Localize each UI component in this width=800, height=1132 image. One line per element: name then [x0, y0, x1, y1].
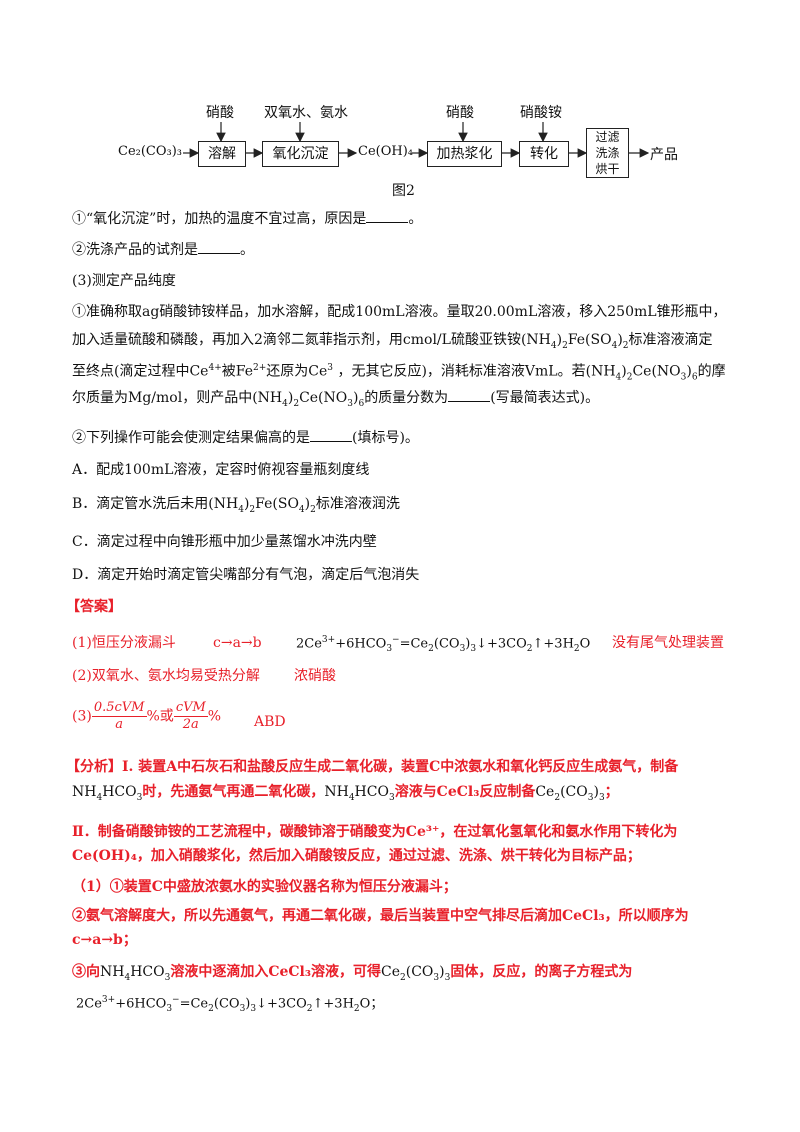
flow-arrows: [183, 122, 650, 158]
answer-3-options: ABD: [254, 714, 286, 730]
answer-2-reagent: 浓硝酸: [294, 668, 336, 684]
option-c: C．滴定过程中向锥形瓶中加少量蒸馏水冲洗内壁: [72, 534, 377, 550]
flow-box-filter: 过滤 洗涤 烘干: [586, 128, 629, 178]
answer-header: 【答案】: [66, 599, 122, 615]
option-b: B．滴定管水洗后未用(NH4)2Fe(SO4)2标准溶液润洗: [72, 496, 400, 515]
answer-1-equation: 2Ce3++6HCO3−=Ce2(CO3)3↓+3CO2↑+3H2O: [296, 635, 591, 654]
option-d: D．滴定开始时滴定管尖嘴部分有气泡，滴定后气泡消失: [72, 567, 420, 583]
analysis-p3: （1）①装置C中盛放浓氨水的实验仪器名称为恒压分液漏斗；: [72, 879, 457, 895]
analysis-p5-equation: 2Ce3++6HCO3−=Ce2(CO3)3↓+3CO2↑+3H2O；: [76, 995, 384, 1014]
analysis-p1-line2: NH4HCO3时，先通氨气再通二氧化碳，NH4HCO3溶液与CeCl₃反应制备C…: [72, 784, 619, 803]
flow-reagent-2: 双氧水、氨水: [264, 105, 348, 121]
question-3-2: ②下列操作可能会使测定结果偏高的是(填标号)。: [72, 430, 419, 446]
question-oxidation: ①“氧化沉淀”时，加热的温度不宜过高，原因是。: [72, 211, 423, 227]
question-wash: ②洗涤产品的试剂是。: [72, 242, 254, 258]
flow-reagent-4: 硝酸铵: [520, 105, 562, 121]
analysis-p5-line1: ③向NH4HCO3溶液中逐滴加入CeCl₃溶液，可得Ce2(CO3)3固体，反应…: [72, 964, 633, 983]
question-3-title: (3)测定产品纯度: [72, 273, 176, 289]
flow-box-convert: 转化: [519, 141, 569, 167]
flow-start: Ce₂(CO₃)₃: [118, 144, 183, 159]
answer-1-order: c→a→b: [213, 635, 262, 651]
question-3-1-line1: ①准确称取ag硝酸铈铵样品，加水溶解，配成100mL溶液。量取20.00mL溶液…: [72, 304, 727, 320]
flow-mid: Ce(OH)₄: [358, 144, 413, 159]
question-3-1-line3: 至终点(滴定过程中Ce4+被Fe2+还原为Ce3 ，无其它反应)，消耗标准溶液V…: [72, 363, 726, 383]
flow-caption: 图2: [392, 183, 415, 199]
flow-box-filter-line1: 过滤: [595, 130, 620, 144]
answer-1-apparatus: (1)恒压分液漏斗: [72, 635, 176, 651]
flow-reagent-3: 硝酸: [446, 105, 474, 121]
flow-box-dissolve: 溶解: [198, 141, 246, 167]
flow-box-slurry: 加热浆化: [427, 141, 502, 167]
analysis-p4-line1: ②氨气溶解度大，所以先通氨气，再通二氧化碳，最后当装置中空气排尽后滴加CeCl₃…: [72, 908, 689, 924]
flow-box-filter-line3: 烘干: [595, 162, 620, 176]
flow-reagent-1: 硝酸: [206, 105, 234, 121]
option-a: A．配成100mL溶液，定容时俯视容量瓶刻度线: [72, 462, 370, 478]
flow-box-oxidation: 氧化沉淀: [262, 141, 339, 167]
analysis-p4-line2: c→a→b；: [72, 932, 137, 948]
analysis-p2-line2: Ce(OH)₄，加入硝酸浆化，然后加入硝酸铵反应，通过过滤、洗涤、烘干转化为目标…: [72, 848, 641, 864]
flow-end: 产品: [650, 147, 678, 163]
question-3-1-line4: 尔质量为Mg/mol，则产品中(NH4)2Ce(NO3)6的质量分数为(写最简表…: [72, 390, 600, 409]
analysis-p2-line1: Ⅱ．制备硝酸铈铵的工艺流程中，碳酸铈溶于硝酸变为Ce³⁺，在过氧化氢氧化和氨水作…: [72, 824, 678, 840]
question-3-1-line2: 加入适量硫酸和磷酸，再加入2滴邻二氮菲指示剂，用cmol/L硫酸亚铁铵(NH4)…: [72, 332, 713, 351]
answer-2-reason: (2)双氧水、氨水均易受热分解: [72, 668, 260, 684]
analysis-p1-line1: 【分析】Ⅰ. 装置A中石灰石和盐酸反应生成二氧化碳，装置C中浓氨水和氧化钙反应生…: [66, 759, 679, 775]
flow-box-filter-line2: 洗涤: [595, 146, 620, 160]
answer-1-defect: 没有尾气处理装置: [612, 635, 724, 651]
